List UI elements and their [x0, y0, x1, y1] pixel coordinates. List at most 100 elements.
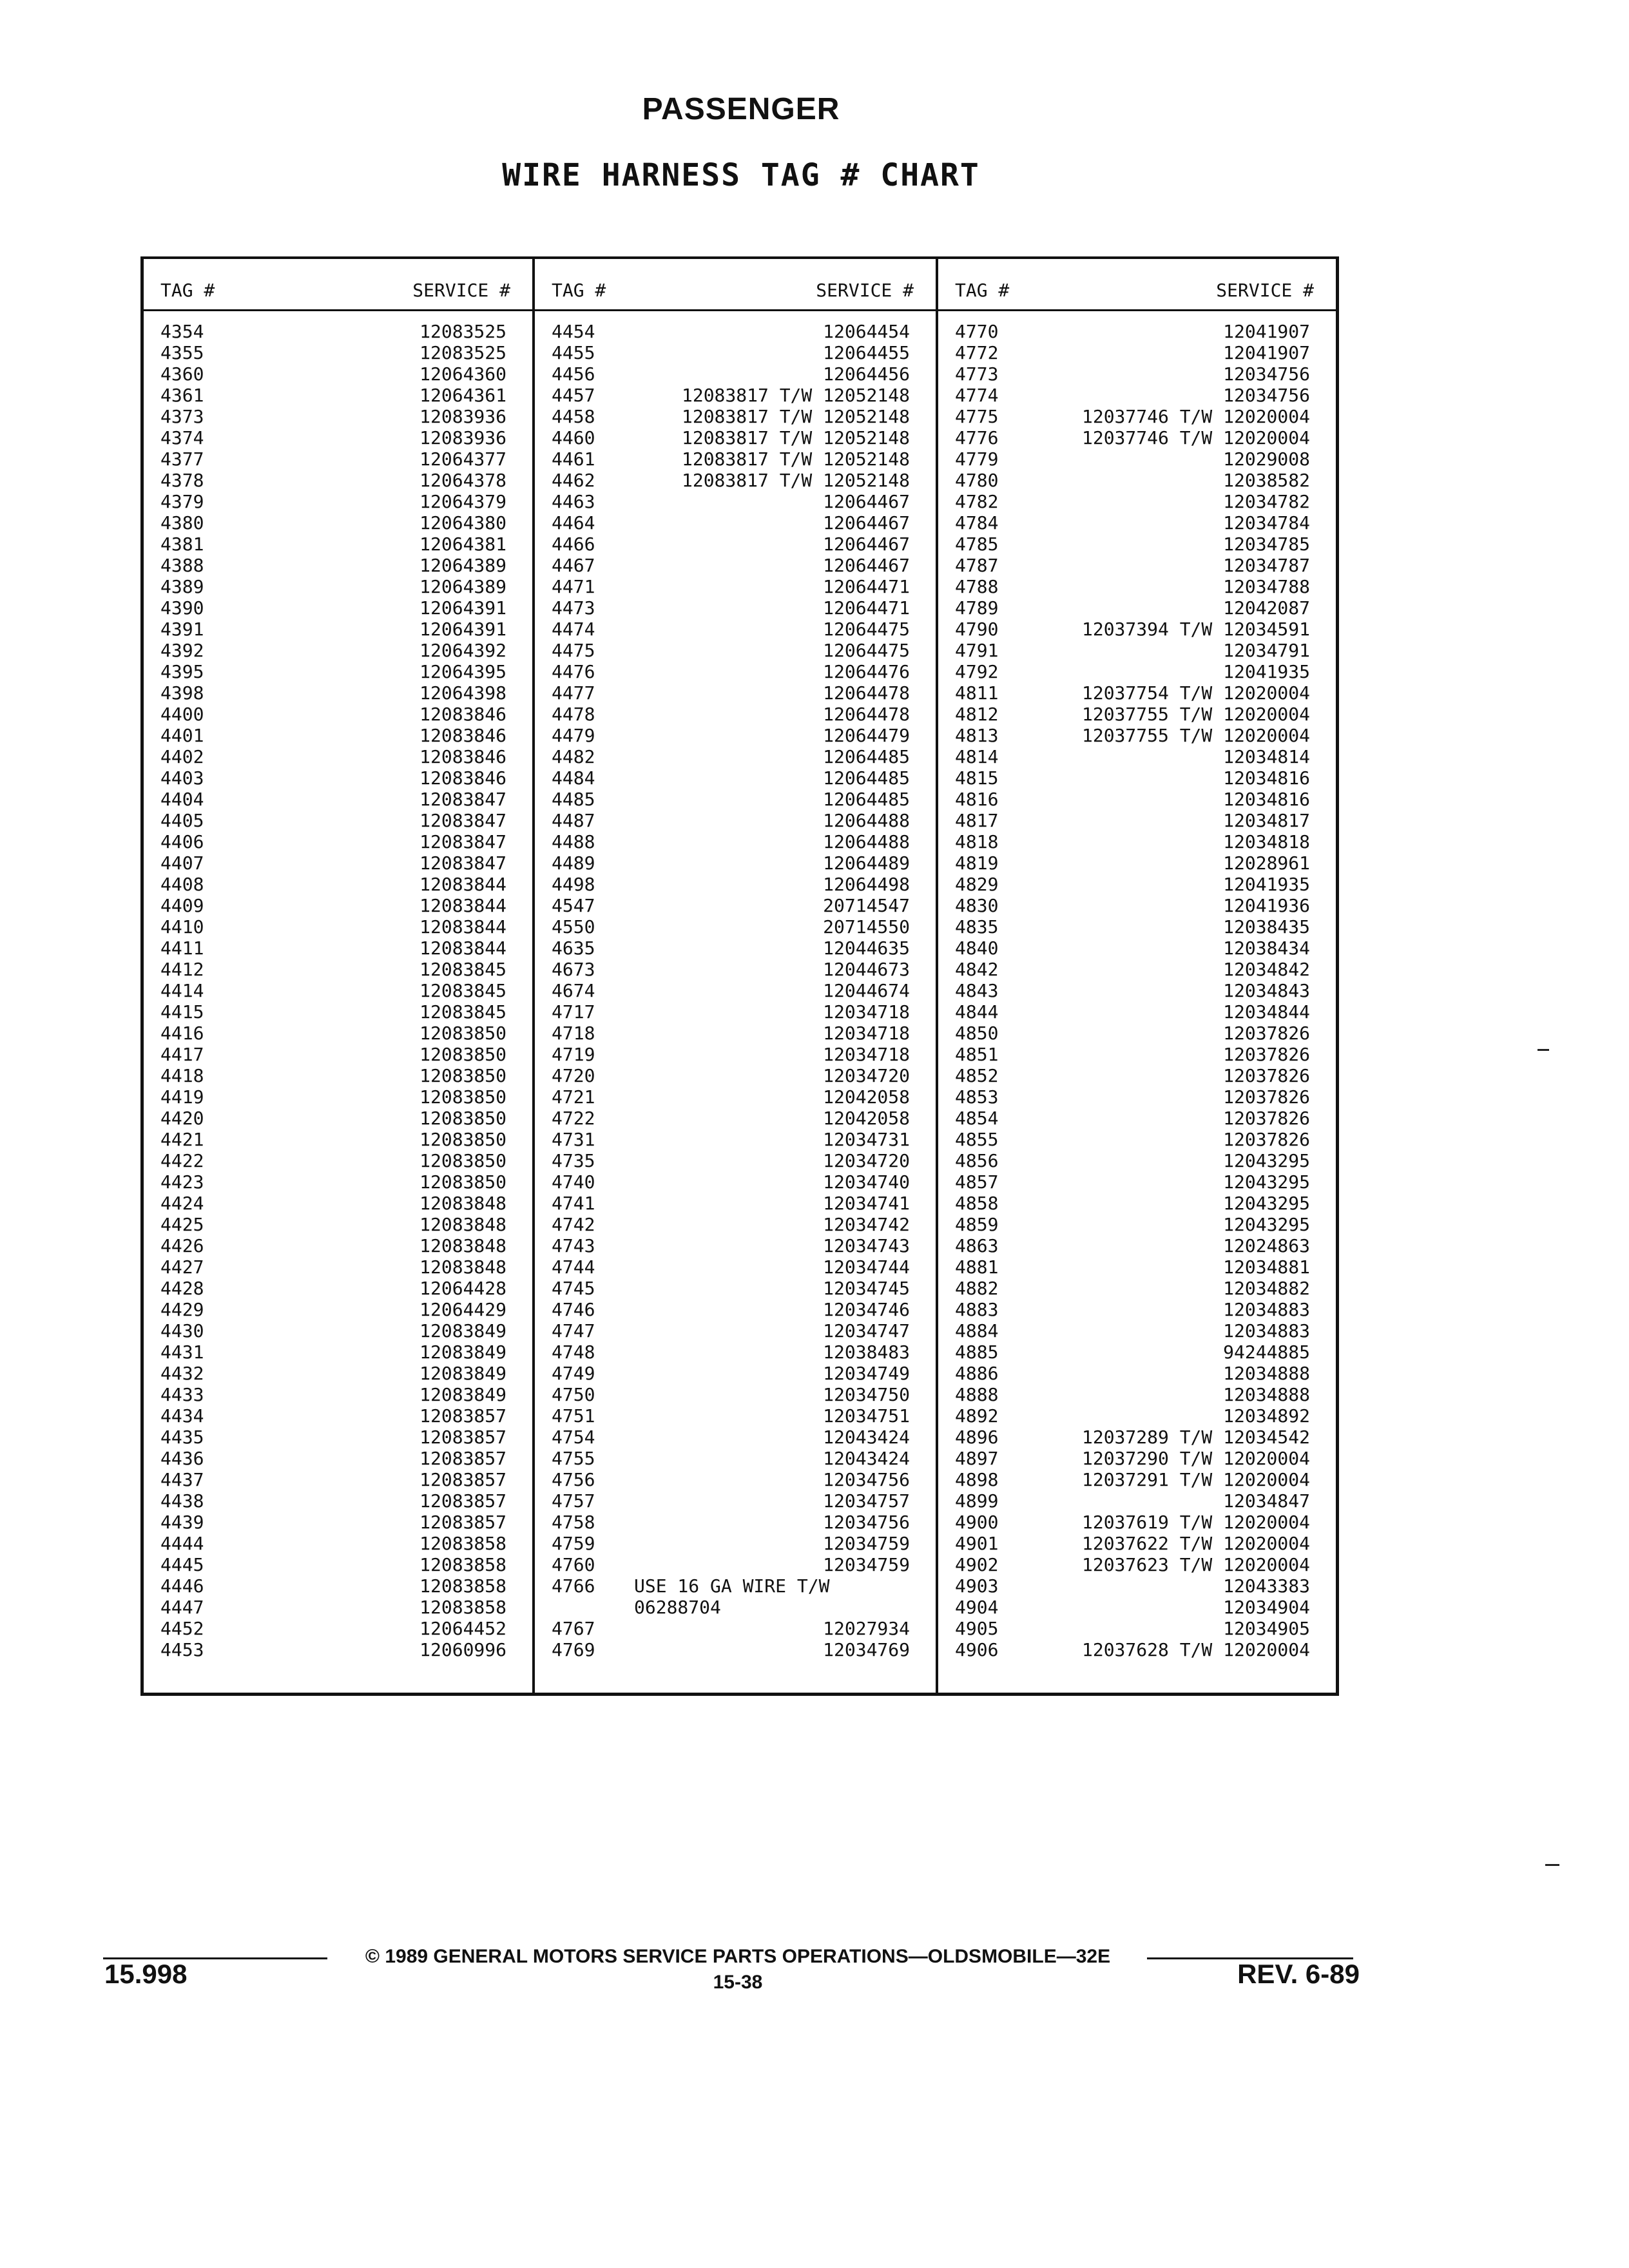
service-number: 12042058 [823, 1108, 910, 1129]
service-number: 12064381 [419, 533, 506, 555]
tag-number: 4899 [955, 1490, 999, 1512]
service-number: 12083817 T/W 12052148 [681, 448, 910, 470]
service-number: 12034756 [1223, 385, 1310, 406]
service-number: 12064479 [823, 725, 910, 746]
service-number: 12083525 [419, 321, 506, 342]
tag-number: 4421 [160, 1129, 204, 1150]
tag-number: 4787 [955, 555, 999, 576]
service-number: 12083936 [419, 406, 506, 427]
service-number: 12034743 [823, 1235, 910, 1256]
service-number: 12034788 [1223, 576, 1310, 597]
row-note: USE 16 GA WIRE T/W [634, 1575, 830, 1597]
tag-number: 4498 [552, 874, 595, 895]
service-number: 12037619 T/W 12020004 [1081, 1512, 1310, 1533]
tag-number: 4863 [955, 1235, 999, 1256]
service-number: 12083857 [419, 1427, 506, 1448]
tag-number: 4403 [160, 767, 204, 789]
tag-number: 4757 [552, 1490, 595, 1512]
tag-number: 4759 [552, 1533, 595, 1554]
tag-number: 4901 [955, 1533, 999, 1554]
tag-number: 4423 [160, 1171, 204, 1193]
service-number: 12064488 [823, 810, 910, 831]
tag-number: 4452 [160, 1618, 204, 1639]
tag-number: 4471 [552, 576, 595, 597]
service-number: 12037826 [1223, 1086, 1310, 1108]
tag-number: 4883 [955, 1299, 999, 1320]
tag-number: 4816 [955, 789, 999, 810]
tag-number: 4814 [955, 746, 999, 767]
tag-number: 4408 [160, 874, 204, 895]
tag-number: 4438 [160, 1490, 204, 1512]
margin-mark [1537, 1049, 1549, 1051]
tag-number: 4782 [955, 491, 999, 512]
tag-number: 4859 [955, 1214, 999, 1235]
tag-number: 4906 [955, 1639, 999, 1660]
service-number: 12034720 [823, 1065, 910, 1086]
tag-number: 4852 [955, 1065, 999, 1086]
tag-number: 4475 [552, 640, 595, 661]
tag-number: 4418 [160, 1065, 204, 1086]
service-number: 12083525 [419, 342, 506, 363]
service-number: 12044673 [823, 959, 910, 980]
service-number: 12064485 [823, 789, 910, 810]
tag-number: 4354 [160, 321, 204, 342]
tag-number: 4379 [160, 491, 204, 512]
service-number: 12043295 [1223, 1214, 1310, 1235]
service-number: 12034842 [1223, 959, 1310, 980]
tag-number: 4748 [552, 1341, 595, 1363]
service-number: 12043424 [823, 1448, 910, 1469]
revision-label: REV. 6-89 [1237, 1959, 1360, 1989]
tag-number: 4854 [955, 1108, 999, 1129]
tag-number: 4447 [160, 1597, 204, 1618]
tag-number: 4420 [160, 1108, 204, 1129]
column-header: TAG # SERVICE # [157, 277, 519, 304]
page-title: PASSENGER [642, 92, 840, 126]
service-number: 12037289 T/W 12034542 [1081, 1427, 1310, 1448]
service-number: 12064398 [419, 682, 506, 704]
table-row: 4863 12024863 [951, 1235, 1323, 1256]
service-number: 12042058 [823, 1086, 910, 1108]
service-number: 12064467 [823, 533, 910, 555]
tag-number: 4467 [552, 555, 595, 576]
service-number: 12083846 [419, 725, 506, 746]
service-number: 12024863 [1223, 1235, 1310, 1256]
tag-number: 4473 [552, 597, 595, 619]
footer-rule-right [1147, 1957, 1353, 1959]
service-number: 12083847 [419, 810, 506, 831]
service-number: 12044635 [823, 937, 910, 959]
service-number: 12083849 [419, 1320, 506, 1341]
service-number: 12083845 [419, 1001, 506, 1023]
